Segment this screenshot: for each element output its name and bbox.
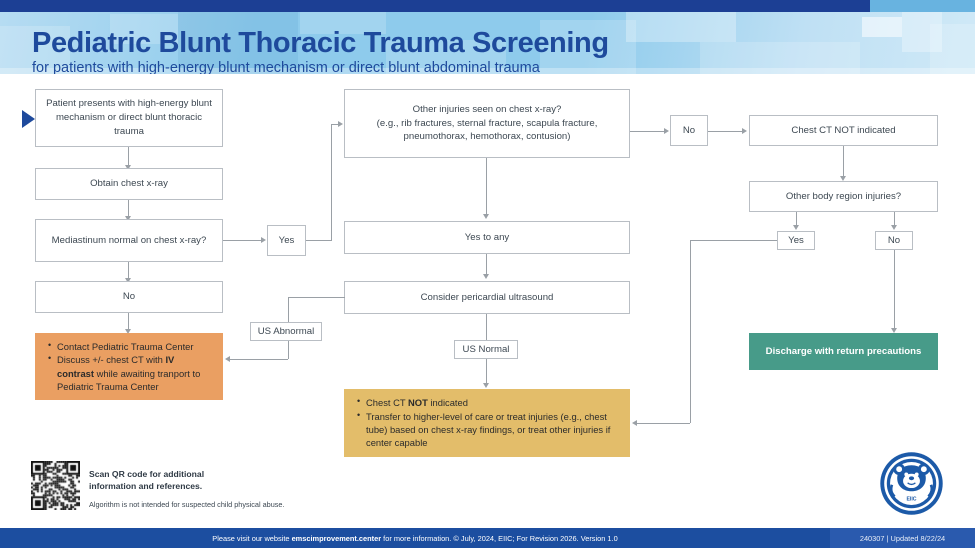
other-injuries-l2: (e.g., rib fractures, sternal fracture, …	[376, 117, 598, 129]
connector	[486, 254, 487, 276]
node-other-injuries-no: No	[670, 115, 708, 146]
tan-b1-bold: NOT	[408, 397, 428, 409]
connector	[128, 147, 129, 167]
connector	[306, 240, 331, 241]
orange-b2-bold: IV contrast	[57, 354, 175, 379]
footer-website-link[interactable]: emscimprovement.center	[291, 533, 382, 543]
connector	[630, 131, 664, 132]
arrow-icon	[664, 128, 669, 134]
connector	[486, 359, 487, 385]
node-contact-trauma-center: Contact Pediatric Trauma Center Discuss …	[35, 333, 223, 400]
other-injuries-l3: pneumothorax, hemothorax, contusion)	[403, 131, 571, 143]
other-injuries-l1: Other injuries seen on chest x-ray?	[412, 103, 562, 115]
logo-text: EIIC	[906, 496, 916, 502]
footer-bar	[0, 528, 975, 548]
qr-code-image	[31, 461, 80, 510]
node-mediastinum-no: No	[35, 281, 223, 313]
arrow-icon	[125, 216, 131, 221]
tan-bullet-2: Transfer to higher-level of care or trea…	[357, 409, 619, 450]
arrow-icon	[891, 225, 897, 230]
node-mediastinum-yes: Yes	[267, 225, 306, 256]
node-obtain-chest-xray: Obtain chest x-ray	[35, 168, 223, 200]
arrow-icon	[742, 128, 747, 134]
header-banner: Pediatric Blunt Thoracic Trauma Screenin…	[0, 12, 975, 74]
connector	[637, 423, 690, 424]
connector	[690, 240, 777, 241]
connector	[894, 212, 895, 227]
qr-heading-l2: information and references.	[89, 480, 203, 491]
connector	[128, 313, 129, 331]
header-navy-bar-right	[870, 0, 975, 12]
footer-c: for more information. © July, 2024, EIIC…	[381, 533, 618, 543]
arrow-icon	[125, 329, 131, 334]
tan-b1-c: indicated	[427, 397, 468, 409]
arrow-icon	[125, 165, 131, 170]
orange-b2-a: Discuss +/- chest CT with	[57, 354, 166, 366]
node-mediastinum-normal: Mediastinum normal on chest x-ray?	[35, 219, 223, 262]
qr-note: Algorithm is not intended for suspected …	[89, 500, 285, 509]
page-subtitle: for patients with high-energy blunt mech…	[32, 60, 540, 74]
footer-right-text: 240307 | Updated 8/22/24	[830, 528, 975, 548]
arrow-icon	[891, 328, 897, 333]
node-mediastinum-normal-label: Mediastinum normal on chest x-ray?	[51, 234, 207, 246]
eiic-bear-logo: EIIC	[879, 451, 944, 516]
node-chest-ct-not-indicated-transfer: Chest CT NOT indicated Transfer to highe…	[344, 389, 630, 457]
arrow-icon	[225, 356, 230, 362]
node-other-injuries-cxr: Other injuries seen on chest x-ray? (e.g…	[344, 89, 630, 158]
arrow-icon	[483, 214, 489, 219]
arrow-icon	[632, 420, 637, 426]
node-body-region-yes: Yes	[777, 231, 815, 250]
arrow-icon	[483, 274, 489, 279]
connector	[843, 146, 844, 178]
connector	[894, 250, 895, 330]
qr-heading: Scan QR code for additional information …	[89, 469, 204, 492]
node-us-abnormal: US Abnormal	[250, 322, 322, 341]
orange-b2-c: while awaiting tranport to Pediatric Tra…	[57, 367, 201, 392]
node-us-normal: US Normal	[454, 340, 518, 359]
qr-heading-l1: Scan QR code for additional	[89, 469, 205, 479]
connector	[331, 124, 339, 125]
connector	[331, 124, 332, 241]
start-arrow-icon	[22, 110, 35, 128]
connector	[128, 200, 129, 218]
connector	[796, 212, 797, 227]
node-other-body-region-injuries: Other body region injuries?	[749, 181, 938, 212]
connector	[230, 359, 288, 360]
node-discharge-return-precautions: Discharge with return precautions	[749, 333, 938, 370]
node-yes-to-any: Yes to any	[344, 221, 630, 254]
footer-a: Please visit our website	[212, 533, 292, 543]
arrow-icon	[338, 121, 343, 127]
orange-bullet-1: Contact Pediatric Trauma Center	[48, 339, 212, 353]
arrow-icon	[125, 278, 131, 283]
arrow-icon	[840, 176, 846, 181]
connector	[288, 297, 345, 298]
node-consider-pericardial-us: Consider pericardial ultrasound	[344, 281, 630, 314]
node-chest-ct-not-indicated: Chest CT NOT indicated	[749, 115, 938, 146]
connector	[708, 131, 742, 132]
connector	[128, 262, 129, 280]
node-patient-presents: Patient presents with high-energy blunt …	[35, 89, 223, 147]
arrow-icon	[793, 225, 799, 230]
connector	[690, 240, 691, 423]
connector	[486, 158, 487, 216]
page-title: Pediatric Blunt Thoracic Trauma Screenin…	[32, 27, 609, 59]
connector	[223, 240, 261, 241]
orange-bullet-2: Discuss +/- chest CT with IV contrast wh…	[48, 352, 212, 393]
node-body-region-no: No	[875, 231, 913, 250]
arrow-icon	[483, 383, 489, 388]
connector	[288, 297, 289, 323]
connector	[288, 341, 289, 359]
footer-left-text: Please visit our website emscimprovement…	[0, 528, 830, 548]
header-navy-bar	[0, 0, 870, 12]
tan-bullet-1: Chest CT NOT indicated	[357, 395, 619, 409]
connector	[486, 314, 487, 341]
arrow-icon	[261, 237, 266, 243]
tan-b1-a: Chest CT	[366, 397, 409, 409]
